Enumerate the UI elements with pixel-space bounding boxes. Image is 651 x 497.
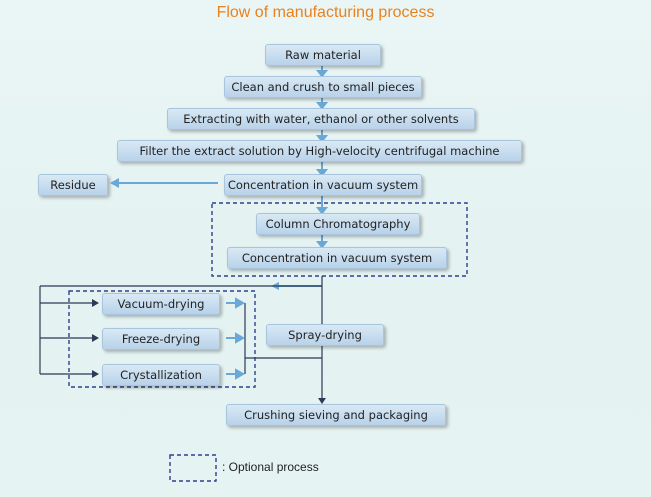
step-concentration-1: Concentration in vacuum system: [224, 174, 422, 196]
step-clean-crush: Clean and crush to small pieces: [224, 76, 422, 98]
step-raw-material: Raw material: [265, 44, 381, 66]
residue-arrow: [110, 178, 218, 188]
step-crushing-packaging: Crushing sieving and packaging: [226, 404, 446, 426]
drying-into-arrows: [92, 299, 99, 378]
step-vacuum-drying: Vacuum-drying: [102, 293, 220, 315]
drying-out-arrows: [226, 297, 246, 380]
legend-dashed-box: [169, 454, 217, 482]
bypass-arrow: [271, 282, 322, 290]
diagram-title: Flow of manufacturing process: [216, 4, 435, 21]
step-filter: Filter the extract solution by High-velo…: [117, 140, 522, 162]
step-crystallization: Crystallization: [102, 364, 220, 386]
step-concentration-2: Concentration in vacuum system: [227, 247, 447, 269]
legend-optional-label: : Optional process: [222, 460, 319, 474]
step-spray-drying: Spray-drying: [266, 324, 384, 346]
step-residue: Residue: [38, 174, 108, 196]
step-extracting: Extracting with water, ethanol or other …: [167, 108, 475, 130]
step-column-chromatography: Column Chromatography: [256, 213, 420, 235]
step-freeze-drying: Freeze-drying: [102, 328, 220, 350]
